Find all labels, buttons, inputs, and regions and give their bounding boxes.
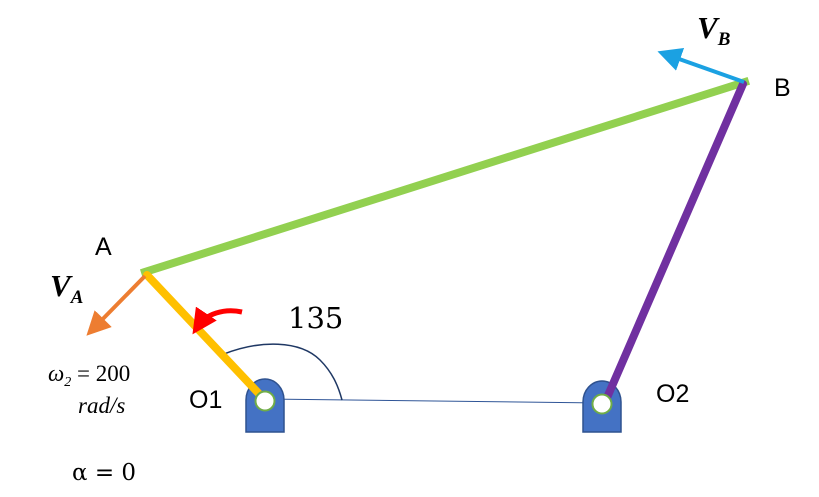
label-velocity-b: VB bbox=[697, 10, 730, 50]
label-pivot-o2: O2 bbox=[656, 380, 689, 408]
label-angle: 135 bbox=[288, 301, 343, 335]
label-velocity-a-main: V bbox=[50, 268, 73, 303]
angle-arc bbox=[223, 343, 343, 401]
velocity-b-arrow bbox=[657, 48, 745, 84]
velocity-a-arrow bbox=[86, 274, 147, 336]
label-omega-symbol: ω bbox=[48, 361, 64, 386]
label-alpha: α = 0 bbox=[72, 460, 136, 486]
crank-link-o1a bbox=[143, 271, 267, 402]
rotation-arrow bbox=[192, 306, 243, 335]
label-omega-sub: 2 bbox=[64, 375, 71, 390]
coupler-link-ab bbox=[139, 76, 751, 278]
label-pivot-o1: O1 bbox=[189, 386, 222, 414]
pin-o2 bbox=[591, 393, 613, 415]
pin-o1 bbox=[254, 390, 276, 412]
label-omega: ω2 = 200 bbox=[48, 361, 130, 390]
label-velocity-b-main: V bbox=[697, 10, 720, 45]
label-velocity-a: VA bbox=[50, 268, 83, 308]
label-omega-unit: rad/s bbox=[78, 393, 125, 418]
label-point-a: A bbox=[95, 233, 112, 261]
label-point-b: B bbox=[774, 74, 791, 102]
label-omega-rest: = 200 bbox=[71, 361, 130, 386]
ground-line bbox=[264, 398, 603, 404]
rocker-link-o2b bbox=[602, 80, 747, 404]
label-velocity-a-sub: A bbox=[70, 287, 84, 308]
label-velocity-b-sub: B bbox=[717, 29, 731, 50]
